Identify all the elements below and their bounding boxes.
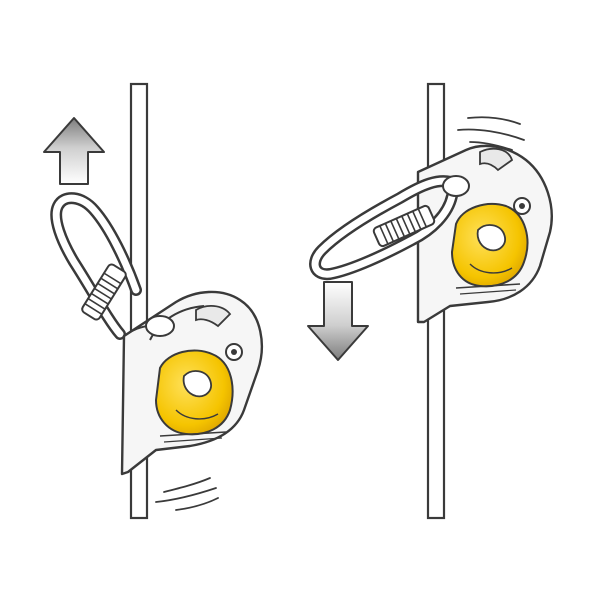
motion-lines-left [155, 477, 219, 511]
rope-grab-device-right [416, 144, 553, 324]
carabiner-left [50, 192, 142, 340]
left-panel [43, 82, 263, 520]
carabiner-right [309, 175, 470, 281]
arrow-up-icon [43, 117, 105, 185]
rope-grab-device-left [120, 290, 263, 476]
cam-right [450, 203, 529, 288]
right-panel [307, 82, 553, 520]
arrow-down-icon [307, 281, 369, 361]
cam-left [154, 349, 234, 436]
